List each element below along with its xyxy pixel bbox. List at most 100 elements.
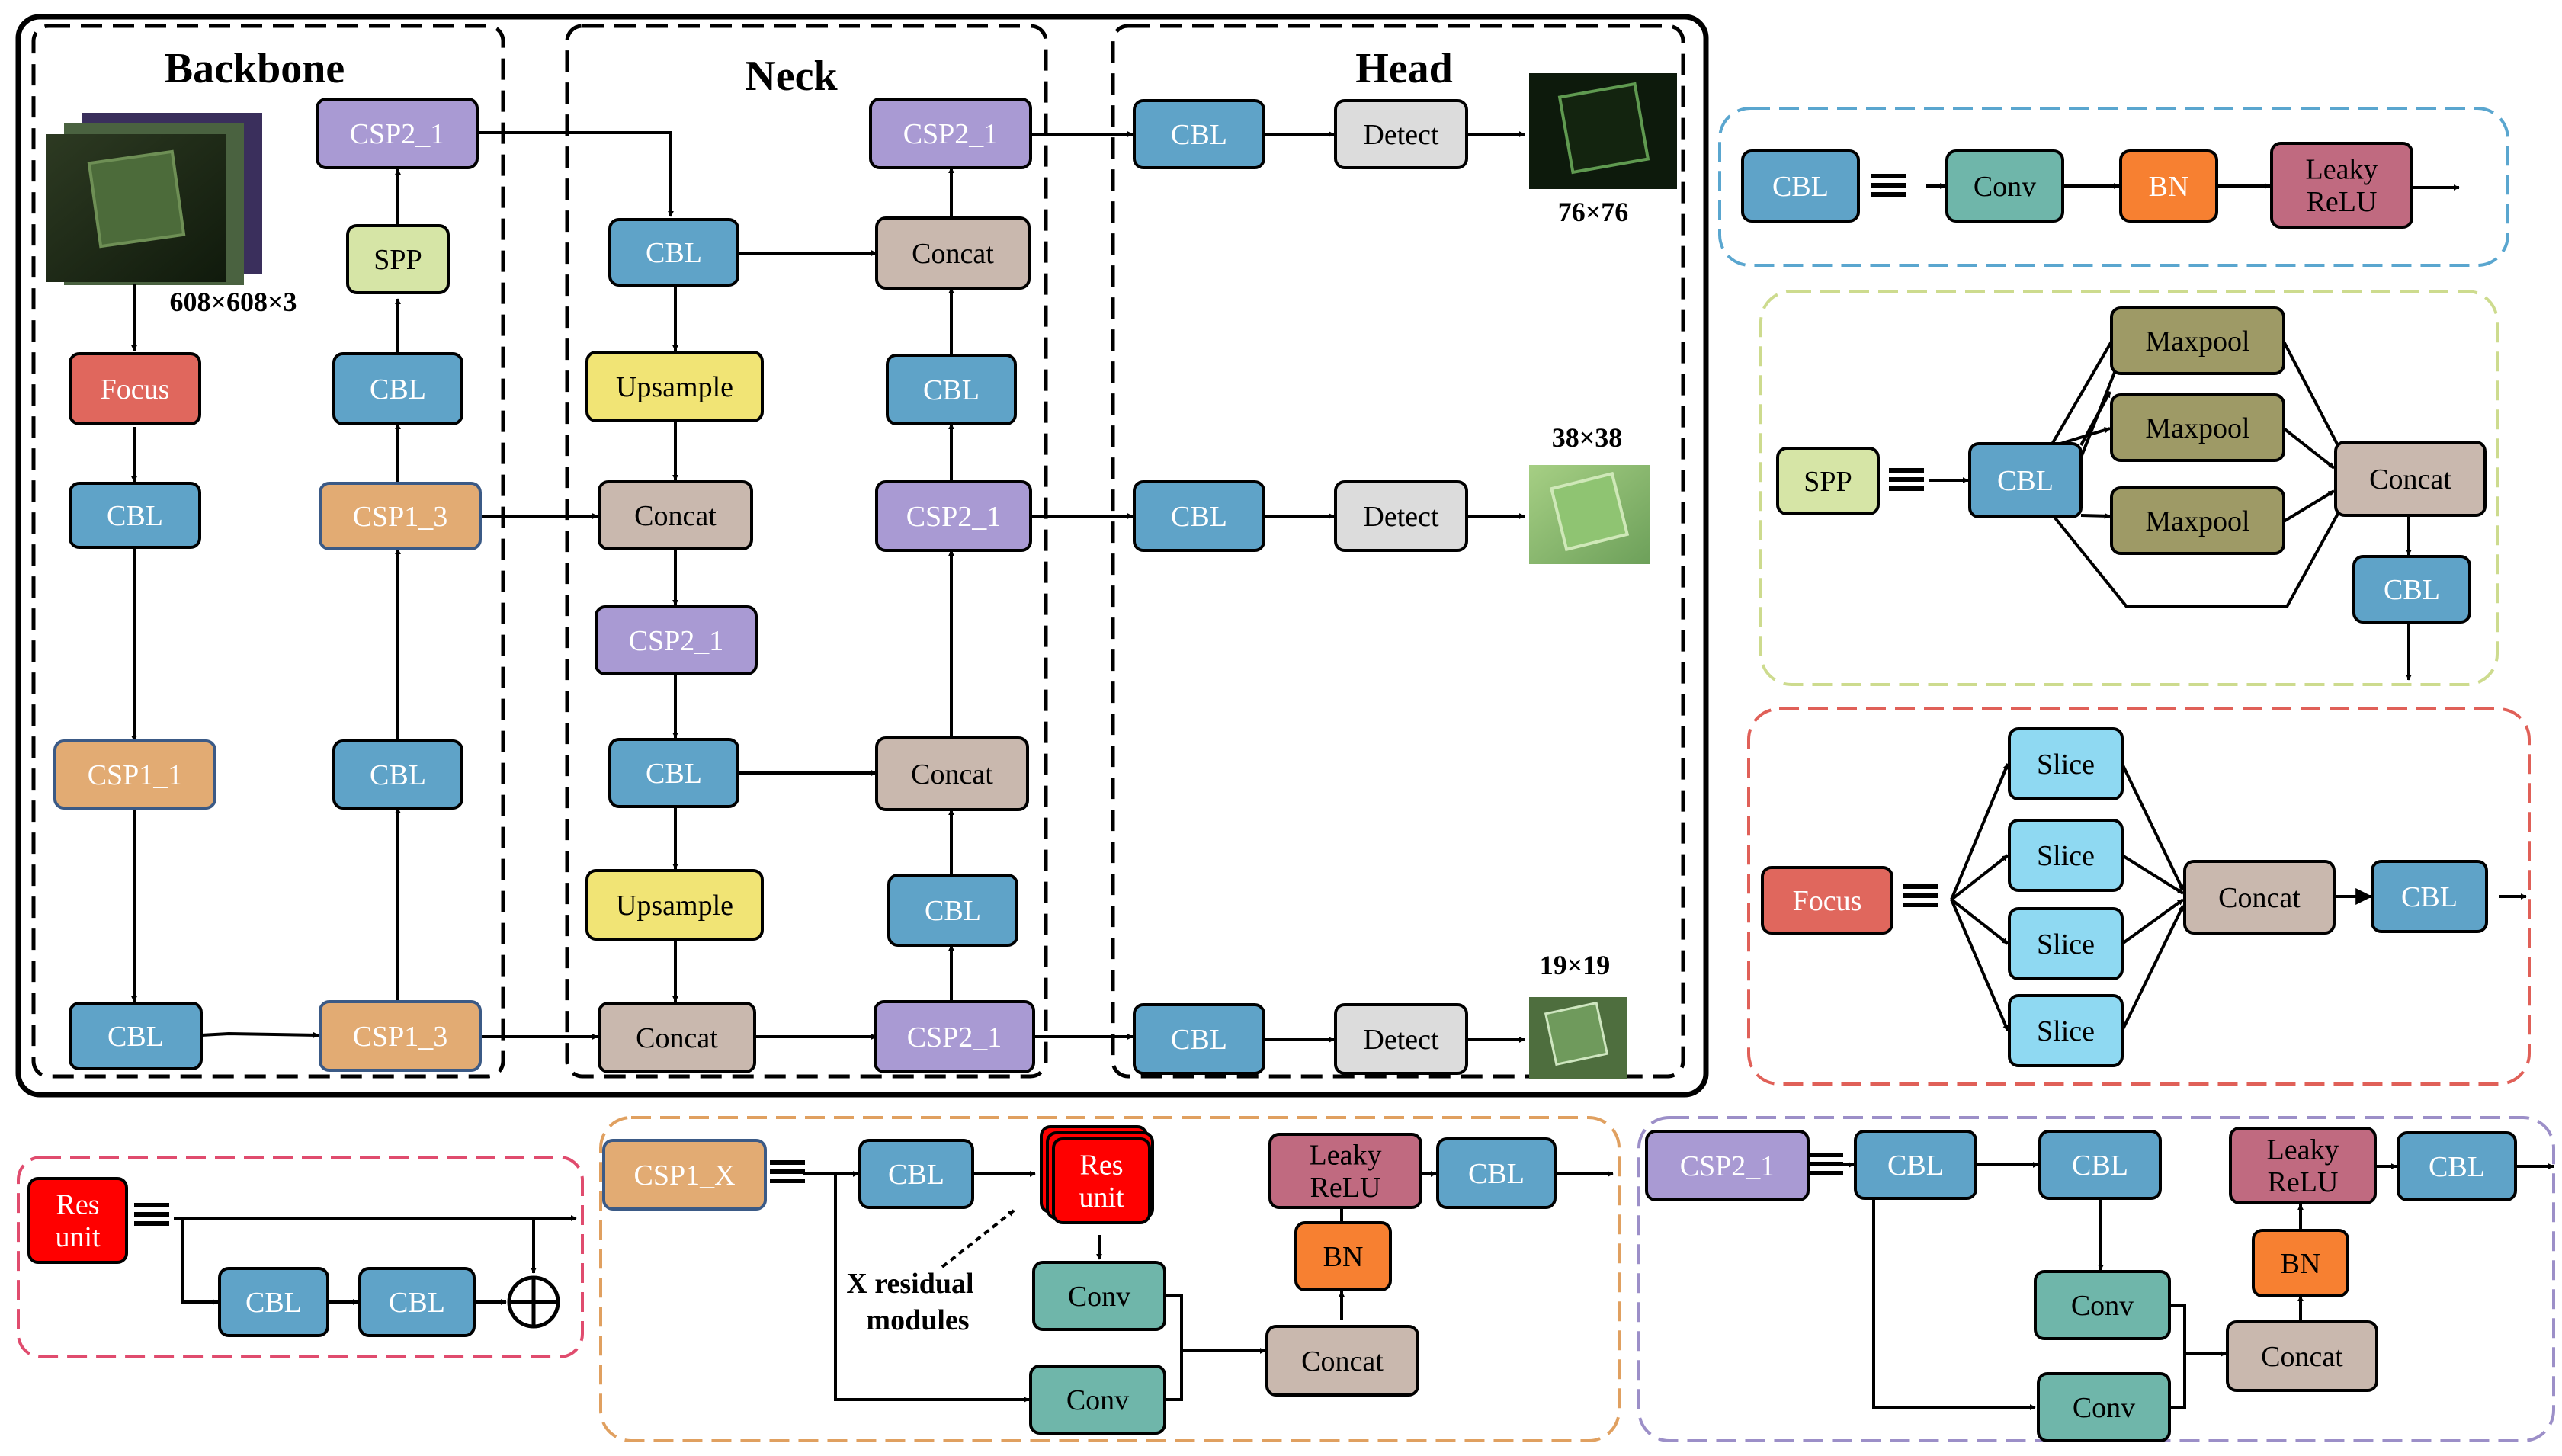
backbone-cbl-box-3-label: CBL [370,759,426,791]
legend-focus-concat-box: Concat [2183,860,2336,935]
legend-csp1x-conv-box-2: Conv [1029,1365,1166,1435]
neck-concat-box-3: Concat [875,736,1029,811]
legend-csp1x-leaky-box-label-1: Leaky [1310,1140,1382,1172]
legend-cbl-equals-icon [1871,174,1906,197]
legend-conv-box-label: Conv [1974,171,2036,203]
neck-csp2-1-box-top: CSP2_1 [869,98,1032,169]
legend-res-frame [17,1156,584,1358]
legend-csp1x-bn-box-label: BN [1323,1241,1364,1273]
spp-box: SPP [346,224,450,294]
neck-cbl-box-2-label: CBL [646,758,702,790]
legend-csp2-cbl-box-1-label: CBL [1887,1150,1944,1182]
neck-csp2-1-box-mid-label: CSP2_1 [906,501,1002,533]
legend-slice-box-3-label: Slice [2037,928,2095,961]
legend-csp2-title-box-label: CSP2_1 [1680,1150,1775,1182]
spp-box-label: SPP [374,244,422,276]
upsample-box-2-label: Upsample [616,890,733,922]
legend-res-stack-box-label-1: Res [1080,1150,1124,1182]
neck-concat-box-4-label: Concat [912,238,994,270]
head-cbl-box-1: CBL [1133,99,1265,169]
neck-csp2-1-box-mid: CSP2_1 [875,480,1032,552]
upsample-box-1: Upsample [585,351,764,422]
legend-csp1x-leaky-box-label-2: ReLU [1310,1172,1381,1204]
csp1-3-box-bottom: CSP1_3 [319,1000,482,1072]
head-cbl-box-1-label: CBL [1171,119,1227,151]
legend-bn-box-label: BN [2149,171,2189,203]
backbone-csp2-1-box-label: CSP2_1 [350,118,445,150]
head-frame [1111,24,1685,1079]
neck-cbl-box-4: CBL [886,354,1017,425]
legend-focus-equals-icon [1903,884,1938,907]
legend-maxpool-box-3: Maxpool [2110,486,2285,555]
backbone-title: Backbone [165,45,345,92]
legend-focus-cbl-box: CBL [2371,860,2488,933]
x-residual-label-2: modules [866,1304,969,1336]
legend-csp2-title-box: CSP2_1 [1645,1130,1810,1201]
neck-concat-box-1: Concat [598,480,753,550]
neck-cbl-box-1: CBL [608,218,739,287]
legend-csp2-bn-box-label: BN [2281,1248,2321,1280]
legend-focus-frame [1747,707,2531,1086]
legend-csp1x-concat-box: Concat [1265,1325,1419,1397]
neck-concat-box-4: Concat [875,216,1031,290]
neck-title: Neck [745,53,838,100]
legend-leaky-box-label-2: ReLU [2307,186,2378,218]
legend-res-stack-box-label-2: unit [1079,1182,1124,1214]
legend-focus-cbl-box-label: CBL [2401,881,2458,913]
legend-conv-box: Conv [1945,149,2064,223]
backbone-frame [31,24,505,1079]
legend-spp-frame [1759,290,2499,686]
legend-cbl-title-box-label: CBL [1772,171,1829,203]
legend-csp2-leaky-box-label-2: ReLU [2268,1166,2339,1198]
legend-csp2-cbl-box-2: CBL [2038,1130,2162,1200]
legend-maxpool-box-3-label: Maxpool [2145,505,2249,537]
upsample-box-1-label: Upsample [616,371,733,403]
output-size-small: 19×19 [1540,950,1611,980]
legend-csp2-concat-box-label: Concat [2261,1341,2343,1373]
neck-csp2-1-box-1: CSP2_1 [595,605,758,675]
output-image-medium [1529,465,1650,564]
legend-csp2-conv-box-2: Conv [2037,1372,2171,1442]
neck-concat-box-2-label: Concat [636,1022,718,1054]
legend-bn-box: BN [2119,149,2218,223]
backbone-cbl-box-2: CBL [69,1002,203,1070]
head-title: Head [1355,45,1453,92]
legend-res-cbl-box-1-label: CBL [245,1287,302,1319]
legend-spp-cbl-box-label: CBL [1997,465,2054,497]
legend-spp-out-cbl-box: CBL [2352,555,2471,624]
legend-csp1x-cbl-box: CBL [858,1139,974,1209]
legend-maxpool-box-1: Maxpool [2110,306,2285,375]
neck-cbl-box-2: CBL [608,738,739,808]
legend-focus-fan-connectors [1950,763,2185,1031]
x-residual-label-1: X residual [846,1268,973,1300]
focus-box: Focus [69,352,201,425]
output-size-large: 76×76 [1558,197,1629,227]
legend-csp1x-title-box: CSP1_X [602,1139,767,1211]
legend-slice-box-1-label: Slice [2037,749,2095,781]
legend-csp2-out-cbl-box-label: CBL [2429,1151,2485,1183]
legend-csp2-concat-box: Concat [2226,1320,2378,1392]
legend-slice-box-3: Slice [2008,907,2124,980]
legend-focus-concat-box-label: Concat [2218,882,2301,914]
neck-csp2-1-box-bottom: CSP2_1 [874,1000,1035,1073]
output-image-small [1529,997,1627,1079]
legend-csp2-connectors [1837,1162,2554,1410]
legend-spp-title-box-label: SPP [1804,466,1852,498]
legend-slice-box-2-label: Slice [2037,840,2095,872]
detect-box-1: Detect [1334,99,1468,169]
upsample-box-2: Upsample [585,869,764,941]
detect-box-2: Detect [1334,480,1468,552]
neck-csp2-1-box-1-label: CSP2_1 [629,625,724,657]
legend-res-title-box-label-2: unit [55,1221,101,1253]
legend-slice-box-4-label: Slice [2037,1015,2095,1047]
legend-csp1x-title-box-label: CSP1_X [633,1159,735,1191]
head-cbl-box-2: CBL [1133,480,1265,552]
output-size-medium: 38×38 [1552,422,1623,453]
legend-csp2-cbl-box-2-label: CBL [2072,1150,2128,1182]
legend-spp-concat-box: Concat [2334,441,2487,517]
legend-res-cbl-box-2: CBL [358,1267,476,1337]
